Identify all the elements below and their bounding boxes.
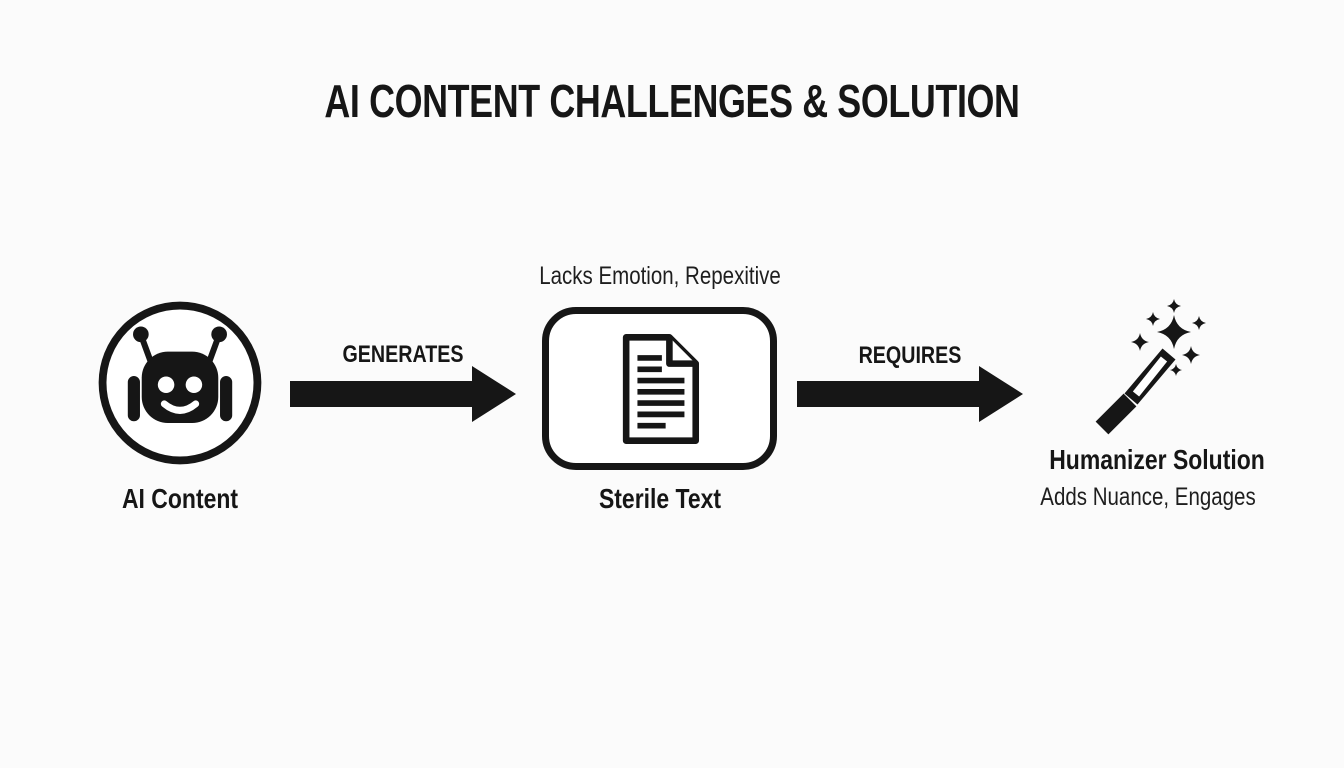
arrow-right-icon [797, 366, 1023, 422]
page-title: AI CONTENT CHALLENGES & SOLUTION [324, 75, 1020, 127]
solution-node-label: Humanizer Solution [1049, 444, 1265, 475]
source-node-label: AI Content [121, 483, 239, 514]
problem-caption: Lacks Emotion, Repexitive [539, 262, 781, 290]
robot-icon [93, 296, 267, 470]
problem-node-box [542, 307, 777, 470]
arrow1-label: GENERATES [342, 341, 464, 368]
problem-node-label: Sterile Text [598, 483, 722, 514]
solution-caption: Adds Nuance, Engages [1040, 483, 1256, 511]
document-icon [549, 314, 770, 463]
arrow2-label: REQUIRES [858, 342, 962, 369]
sparkles [1131, 299, 1206, 376]
arrow-right-icon [290, 366, 516, 422]
magic-wand-icon [1090, 295, 1210, 435]
